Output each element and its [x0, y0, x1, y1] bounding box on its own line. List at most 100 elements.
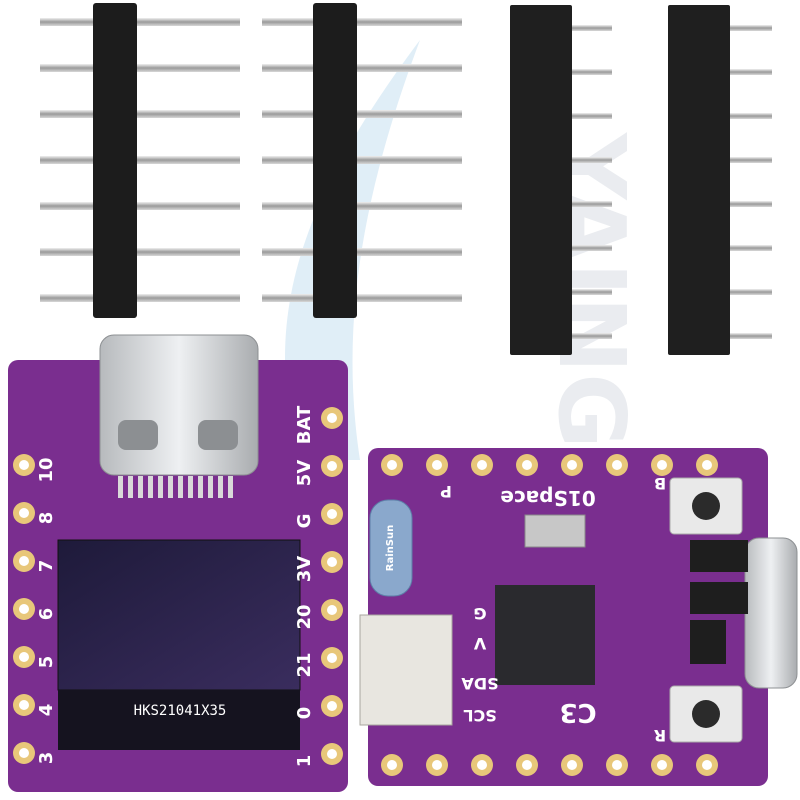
usb-c-connector: [99, 334, 259, 476]
header-leg: [730, 25, 772, 31]
header-leg: [572, 25, 612, 31]
header-pin: [262, 248, 462, 256]
boot-button: [669, 477, 743, 535]
pad-hole: [19, 460, 29, 470]
header-leg: [730, 157, 772, 163]
header-leg: [572, 157, 612, 163]
pad-hole: [327, 605, 337, 615]
pad-hole: [567, 760, 577, 770]
left-board-left-label: 4: [36, 704, 57, 717]
pad-hole: [327, 749, 337, 759]
pad-hole: [657, 460, 667, 470]
header-leg: [730, 113, 772, 119]
header-leg: [572, 333, 612, 339]
right-board-label: V: [473, 634, 486, 653]
header-pin: [40, 18, 240, 26]
header-pin: [40, 64, 240, 72]
pad-hole: [477, 760, 487, 770]
pad-hole: [19, 556, 29, 566]
header-leg: [572, 289, 612, 295]
usb-finger: [158, 476, 163, 498]
crystal-brand: RainSun: [385, 525, 396, 571]
header-pin: [262, 294, 462, 302]
pad-hole: [327, 557, 337, 567]
header-pin: [262, 64, 462, 72]
header-leg: [572, 69, 612, 75]
usb-finger: [118, 476, 123, 498]
pad-hole: [657, 760, 667, 770]
pad-hole: [19, 700, 29, 710]
left-board-left-label: 6: [36, 608, 57, 621]
header-leg: [730, 333, 772, 339]
header-leg: [572, 201, 612, 207]
right-board-label: B: [654, 474, 666, 493]
left-board-left-label: 5: [36, 656, 57, 669]
pad-hole: [612, 760, 622, 770]
esp32-c3-chip: [495, 585, 595, 685]
usb-finger: [188, 476, 193, 498]
left-board-right-label: 3V: [294, 556, 315, 583]
left-board-right-label: 21: [294, 652, 315, 677]
pad-hole: [522, 460, 532, 470]
left-board-right-label: G: [294, 514, 315, 529]
right-board-label: G: [473, 604, 486, 623]
header-pin: [262, 202, 462, 210]
left-board-right-label: 0: [294, 707, 315, 720]
pad-hole: [19, 508, 29, 518]
header-pin: [262, 156, 462, 164]
right-usb-c-connector: [744, 537, 798, 689]
left-board-left-label: 3: [36, 752, 57, 765]
usb-finger: [198, 476, 203, 498]
usb-finger: [128, 476, 133, 498]
header-leg: [572, 113, 612, 119]
female-pin-header-1: [510, 5, 612, 355]
left-board-left-label: 7: [36, 560, 57, 573]
usb-finger: [148, 476, 153, 498]
left-board-right-label: BAT: [294, 405, 315, 444]
pad-hole: [19, 748, 29, 758]
usb-finger: [218, 476, 223, 498]
usb-finger: [228, 476, 233, 498]
header-leg: [730, 69, 772, 75]
left-board-left-label: 8: [36, 512, 57, 525]
chip-silk: C3: [559, 697, 596, 727]
pad-hole: [327, 461, 337, 471]
pad-hole: [327, 413, 337, 423]
oled-display: [57, 539, 301, 691]
left-board-left-label: 10: [36, 457, 57, 482]
header-leg: [730, 289, 772, 295]
pad-hole: [19, 652, 29, 662]
right-board-label: SCL: [463, 706, 496, 725]
header-pin: [262, 110, 462, 118]
header-pin: [40, 156, 240, 164]
pad-hole: [477, 460, 487, 470]
header-leg: [572, 245, 612, 251]
male-pin-header-1: [40, 3, 240, 318]
pad-hole: [19, 604, 29, 614]
header-pin: [40, 248, 240, 256]
pad-hole: [387, 760, 397, 770]
pad-hole: [567, 460, 577, 470]
header-leg: [730, 201, 772, 207]
pad-hole: [327, 653, 337, 663]
header-pin: [40, 110, 240, 118]
pad-hole: [612, 460, 622, 470]
header-pin: [262, 18, 462, 26]
header-pin: [40, 294, 240, 302]
left-board-right-label: 5V: [294, 460, 315, 487]
usb-finger: [178, 476, 183, 498]
pad-hole: [432, 460, 442, 470]
pad-hole: [387, 460, 397, 470]
pad-hole: [432, 760, 442, 770]
header-pin: [40, 202, 240, 210]
right-board-label: P: [440, 482, 452, 501]
male-pin-header-2: [262, 3, 462, 318]
pad-hole: [327, 701, 337, 711]
pad-hole: [702, 760, 712, 770]
pad-hole: [327, 509, 337, 519]
jst-connector: [359, 614, 453, 726]
reset-button: [669, 685, 743, 743]
crystal: [369, 499, 413, 597]
